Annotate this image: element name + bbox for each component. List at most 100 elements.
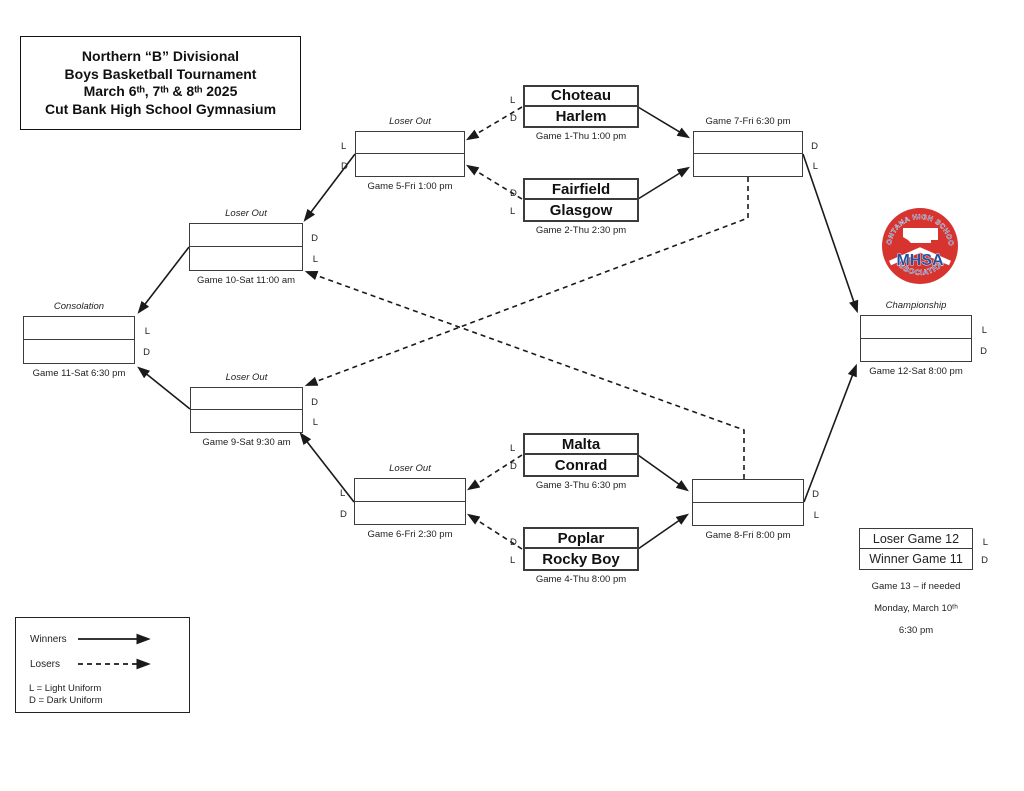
game-10-box: Loser Out D L Game 10-Sat 11:00 am bbox=[189, 208, 318, 286]
game-3-top-uniform: L bbox=[510, 442, 516, 454]
game-6-top-slot bbox=[355, 479, 465, 502]
game-7-top-slot bbox=[694, 132, 802, 154]
game-2-caption: Game 2-Thu 2:30 pm bbox=[535, 225, 627, 236]
game-4-top-uniform: D bbox=[510, 536, 517, 548]
game-8-bottom-uniform: L bbox=[813, 509, 819, 521]
game-6-caption: Game 6-Fri 2:30 pm bbox=[367, 529, 453, 540]
montana-state-shape bbox=[903, 228, 938, 243]
game-4-box: D L Poplar Rocky Boy Game 4-Thu 8:00 pm bbox=[510, 527, 639, 585]
game-6-bottom-uniform: D bbox=[340, 508, 347, 520]
game-5-top-slot bbox=[356, 132, 464, 154]
game-3-bottom-slot: Conrad bbox=[525, 455, 637, 475]
legend-arrows bbox=[78, 633, 151, 670]
game-8-top-slot bbox=[693, 480, 803, 503]
game-9-bottom-uniform: L bbox=[312, 416, 318, 428]
legend-box: Winners Losers L = Light Uniform D = Dar… bbox=[15, 617, 190, 713]
team-malta: Malta bbox=[561, 435, 601, 453]
game-3-top-slot: Malta bbox=[525, 435, 637, 455]
game-10-bottom-slot bbox=[190, 247, 302, 270]
title-line-4: Cut Bank High School Gymnasium bbox=[44, 100, 277, 117]
team-conrad: Conrad bbox=[554, 456, 608, 474]
game-11-bottom-slot bbox=[24, 340, 134, 363]
mhsa-logo: MONTANA HIGH SCHOOL ASSOCIATION MHSA bbox=[880, 206, 959, 285]
game-9-box: Loser Out D L Game 9-Sat 9:30 am bbox=[190, 372, 318, 448]
game-12-caption: Game 12-Sat 8:00 pm bbox=[869, 366, 963, 377]
game-8-caption: Game 8-Fri 8:00 pm bbox=[705, 530, 791, 541]
game-2-bottom-uniform: L bbox=[510, 206, 516, 218]
winner-game-11-text: Winner Game 11 bbox=[869, 552, 963, 566]
game-6-box: Loser Out L D Game 6-Fri 2:30 pm bbox=[340, 463, 466, 540]
game-2-box: D L Fairfield Glasgow Game 2-Thu 2:30 pm bbox=[510, 178, 639, 236]
game-7-bottom-uniform: L bbox=[812, 160, 818, 172]
title-line-1: Northern “B” Divisional bbox=[81, 48, 240, 64]
game-5-caption: Game 5-Fri 1:00 pm bbox=[367, 181, 453, 192]
game-13-bottom-uniform: D bbox=[981, 555, 988, 567]
game-9-caption: Game 9-Sat 9:30 am bbox=[202, 437, 291, 448]
game-10-caption: Game 10-Sat 11:00 am bbox=[196, 275, 296, 286]
legend-winners-label: Winners bbox=[30, 634, 67, 645]
title-line-2: Boys Basketball Tournament bbox=[64, 65, 257, 82]
game-8-box: D L Game 8-Fri 8:00 pm bbox=[692, 479, 819, 541]
game-7-box: Game 7-Fri 6:30 pm D L bbox=[693, 116, 818, 177]
game-6-bottom-slot bbox=[355, 502, 465, 525]
game-4-bottom-uniform: L bbox=[510, 555, 516, 567]
game-1-box: L D Choteau Harlem Game 1-Thu 1:00 pm bbox=[510, 85, 639, 142]
game-8-top-uniform: D bbox=[812, 488, 819, 500]
game-1-caption: Game 1-Thu 1:00 pm bbox=[535, 131, 627, 142]
consolation-label: Consolation bbox=[53, 301, 105, 312]
logo-mhsa-text: MHSA bbox=[896, 252, 944, 269]
game-13-box: L D Loser Game 12 Winner Game 11 Game 13… bbox=[859, 528, 988, 636]
game-13-top-slot: Loser Game 12 bbox=[860, 529, 972, 549]
game-9-loser-out-label: Loser Out bbox=[225, 372, 268, 383]
game-12-top-uniform: L bbox=[981, 324, 987, 336]
game-5-bottom-slot bbox=[356, 154, 464, 176]
game-10-loser-out-label: Loser Out bbox=[225, 208, 267, 219]
game-1-top-slot: Choteau bbox=[525, 87, 637, 107]
tournament-title-box: Northern “B” Divisional Boys Basketball … bbox=[20, 36, 301, 130]
team-harlem: Harlem bbox=[555, 107, 607, 125]
game-8-bottom-slot bbox=[693, 503, 803, 526]
game-7-top-uniform: D bbox=[811, 140, 818, 152]
game-6-loser-out-label: Loser Out bbox=[389, 463, 431, 474]
game-11-top-slot bbox=[24, 317, 134, 340]
game-12-top-slot bbox=[861, 316, 971, 339]
team-rocky-boy: Rocky Boy bbox=[542, 550, 620, 568]
game-7-caption: Game 7-Fri 6:30 pm bbox=[705, 116, 791, 127]
game-1-bottom-uniform: D bbox=[510, 112, 517, 124]
game-7-bottom-slot bbox=[694, 154, 802, 176]
game-9-top-uniform: D bbox=[311, 396, 318, 408]
game-5-box: Loser Out L D Game 5-Fri 1:00 pm bbox=[341, 116, 465, 192]
team-poplar: Poplar bbox=[557, 529, 605, 547]
game-2-top-slot: Fairfield bbox=[525, 180, 637, 200]
game-13-time: 6:30 pm bbox=[898, 625, 934, 636]
game-11-caption: Game 11-Sat 6:30 pm bbox=[32, 368, 126, 379]
title-line-3: March 6ᵗʰ, 7ᵗʰ & 8ᵗʰ 2025 bbox=[83, 83, 238, 99]
game-13-top-uniform: L bbox=[982, 536, 988, 548]
game-13-date: Monday, March 10ᵗʰ bbox=[874, 603, 958, 614]
game-10-bottom-uniform: L bbox=[312, 254, 318, 266]
team-fairfield: Fairfield bbox=[551, 180, 611, 198]
game-3-caption: Game 3-Thu 6:30 pm bbox=[535, 480, 627, 491]
game-11-box: Consolation L D Game 11-Sat 6:30 pm bbox=[23, 301, 150, 379]
legend-losers-label: Losers bbox=[30, 659, 61, 670]
game-9-bottom-slot bbox=[191, 410, 302, 432]
game-10-top-uniform: D bbox=[311, 233, 318, 245]
game-5-loser-out-label: Loser Out bbox=[389, 116, 431, 127]
game-1-bottom-slot: Harlem bbox=[525, 107, 637, 127]
game-9-top-slot bbox=[191, 388, 302, 410]
game-3-box: L D Malta Conrad Game 3-Thu 6:30 pm bbox=[510, 433, 639, 491]
game-2-bottom-slot: Glasgow bbox=[525, 200, 637, 220]
game-10-top-slot bbox=[190, 224, 302, 247]
game-5-top-uniform: L bbox=[341, 140, 347, 152]
logo-chevron bbox=[889, 247, 951, 266]
legend-dark-uniform: D = Dark Uniform bbox=[29, 695, 103, 706]
game-6-top-uniform: L bbox=[340, 487, 346, 499]
game-2-top-uniform: D bbox=[510, 187, 517, 199]
team-glasgow: Glasgow bbox=[549, 201, 613, 219]
championship-label: Championship bbox=[885, 300, 947, 311]
game-11-bottom-uniform: D bbox=[143, 347, 150, 359]
team-choteau: Choteau bbox=[551, 87, 611, 105]
game-13-bottom-slot: Winner Game 11 bbox=[860, 549, 972, 569]
